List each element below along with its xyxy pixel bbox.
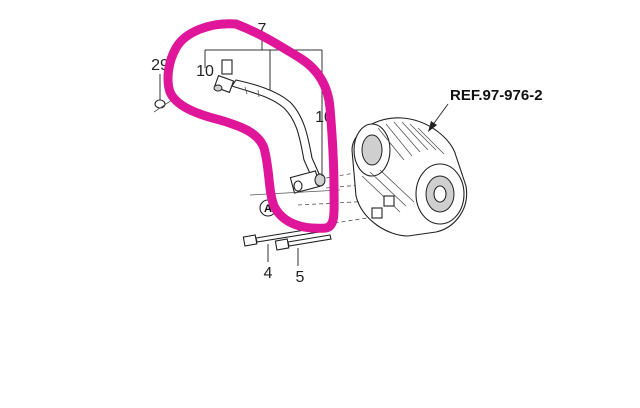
view-marker-letter: A — [264, 203, 272, 215]
bolt-5 — [274, 234, 332, 266]
clamp-part — [153, 99, 173, 113]
reference-label: REF.97-976-2 — [450, 87, 543, 104]
callout-7: 7 — [258, 21, 267, 38]
callout-4: 4 — [264, 265, 273, 282]
ac-hose-assembly — [213, 59, 326, 194]
reference-arrow — [428, 103, 449, 132]
callout-10-left: 10 — [196, 63, 214, 80]
callout-5: 5 — [296, 269, 305, 286]
callout-7-leader — [204, 40, 323, 112]
ac-compressor — [351, 117, 468, 237]
highlight-outline — [163, 19, 339, 233]
